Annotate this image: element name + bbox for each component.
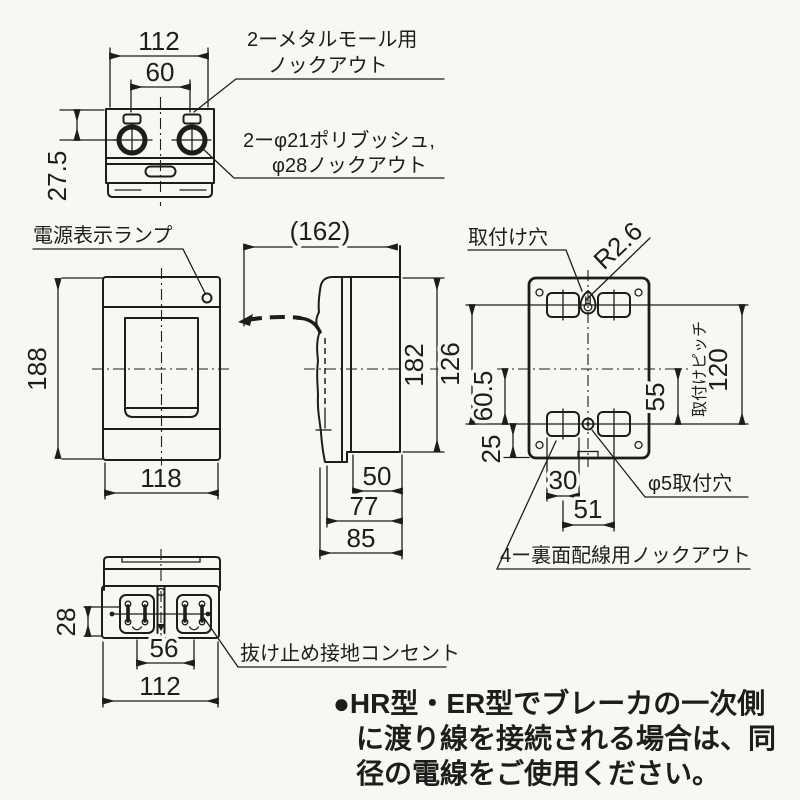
dim-knockout-span: 126 [435, 342, 465, 385]
left-metal-mold-knockout [122, 113, 142, 125]
dim-27-5-extension [59, 109, 118, 141]
footnote: ●HR型・ER型でブレーカの一次側 に渡り線を接続される場合は、同 径の電線をご… [333, 687, 776, 789]
metal-mold-leader [193, 78, 445, 113]
corner-hole-tl [535, 288, 544, 297]
dim-knockout-pitch-h: 51 [574, 494, 603, 524]
dim-30-extension [546, 437, 580, 502]
rear-knockout-leader [495, 440, 751, 570]
bottom-view: 28 56 112 抜け止め接地コンセント [48, 549, 460, 708]
outlet-right-slot-hole-2 [181, 618, 189, 626]
rear-knockout-top-centerlines [562, 289, 615, 321]
dim-bottom-width: 112 [139, 671, 180, 701]
cord-end-tick [238, 314, 253, 326]
dim-182-extension [402, 277, 445, 453]
bottom-band-inset [121, 556, 201, 563]
outlet-left-slot-hole-3 [141, 600, 149, 608]
outlet-left-slot-hole-1 [124, 600, 132, 608]
bottom-back-band [103, 556, 221, 591]
front-window [124, 317, 199, 418]
front-view: 188 118 電源表示ランプ [19, 224, 231, 500]
cord-hook [295, 316, 322, 334]
back-bottom-notch [577, 450, 599, 460]
dim-knockout-width: 30 [549, 465, 578, 495]
dim-188-extension [61, 277, 104, 460]
outlet-right-slot-hole-3 [198, 600, 206, 608]
label-bush-1: 2ーφ21ポリブッシュ, [243, 128, 435, 152]
outlet-right-ground-slot [188, 626, 200, 631]
label-mounting-hole: 取付け穴 [468, 226, 548, 249]
back-view: 126 60.5 25 30 51 55 120 取付けピッチ 取付け穴 R2.… [432, 212, 751, 570]
label-rear-knockout: 4ー裏面配線用ノックアウト [500, 544, 751, 567]
dim-keyhole-radius: R2.6 [588, 216, 649, 275]
dim-depth-b: 77 [350, 491, 379, 521]
note-line-1: ●HR型・ER型でブレーカの一次側 [333, 687, 765, 719]
label-locking-outlet: 抜け止め接地コンセント [240, 642, 460, 665]
label-power-lamp: 電源表示ランプ [33, 224, 172, 247]
outlet-left-slot-hole-2 [124, 618, 132, 626]
label-mounting-pitch: 取付けピッチ [691, 321, 709, 417]
dim-depth-c: 85 [347, 523, 376, 553]
outlet-label-leader [203, 617, 447, 668]
rear-knockout-bottom-centerlines [562, 408, 615, 440]
dim-knockout-pitch: 60 [146, 57, 175, 87]
cord-dashed [246, 314, 302, 322]
dim-total-depth: (162) [290, 216, 351, 246]
dim-right-offset: 55 [640, 383, 670, 412]
dim-front-height: 188 [22, 347, 52, 390]
mounting-hole-leader [467, 249, 583, 292]
power-lamp [201, 292, 213, 304]
power-lamp-leader [32, 248, 206, 294]
label-phi5-hole: φ5取付穴 [648, 472, 732, 495]
dim-outlet-pitch: 56 [150, 633, 179, 663]
label-metal-mold-1: 2ーメタルモール用 [247, 28, 417, 51]
dim-front-width: 118 [140, 463, 181, 493]
outlet-left-slot-hole-4 [141, 618, 149, 626]
dim-depth-a: 50 [363, 461, 392, 491]
dim-knockout-to-edge: 25 [476, 435, 506, 464]
corner-hole-bl [535, 440, 544, 450]
dim-side-height: 182 [399, 343, 429, 386]
outlet-right-slot-hole-4 [198, 618, 206, 626]
outlet-row-dot-left [109, 611, 115, 617]
r26-leader [585, 237, 651, 301]
side-lid-profile [315, 276, 348, 463]
phi5-leader [591, 429, 749, 498]
bush-leader [200, 146, 445, 179]
dim-112b-extension [102, 641, 219, 708]
right-metal-mold-knockout [182, 113, 202, 125]
corner-hole-br [634, 440, 643, 450]
side-view: (162) 182 50 77 85 [238, 213, 449, 560]
outlet-right-slot-hole-1 [181, 600, 189, 608]
outlet-left-ground-slot [131, 626, 143, 631]
dim-outlet-height: 28 [51, 608, 81, 637]
corner-hole-tr [634, 288, 643, 297]
front-panel-lines [102, 306, 221, 430]
bush-crosshairs [112, 125, 212, 155]
label-metal-mold-2: ノックアウト [268, 54, 388, 77]
keyhole-inner-circle [583, 302, 593, 312]
dim-top-width: 112 [138, 26, 179, 56]
side-bottom-edge [346, 451, 401, 463]
dim-mounting-pitch: 120 [703, 348, 733, 391]
side-hidden-tick [315, 407, 332, 431]
top-view: 112 60 27.5 2ーメタルモール用 ノックアウト 2ーφ21ポリブッシュ… [39, 23, 445, 206]
dim-hole-offset: 27.5 [42, 151, 72, 202]
dim-center-to-knockout: 60.5 [468, 371, 498, 422]
note-line-3: 径の電線をご使用ください。 [356, 757, 720, 789]
label-bush-2: φ28ノックアウト [272, 154, 427, 177]
dim-162-extension [243, 245, 401, 327]
note-line-2: に渡り線を接続される場合は、同 [356, 722, 776, 754]
outlet-row-dot-right [205, 611, 211, 617]
